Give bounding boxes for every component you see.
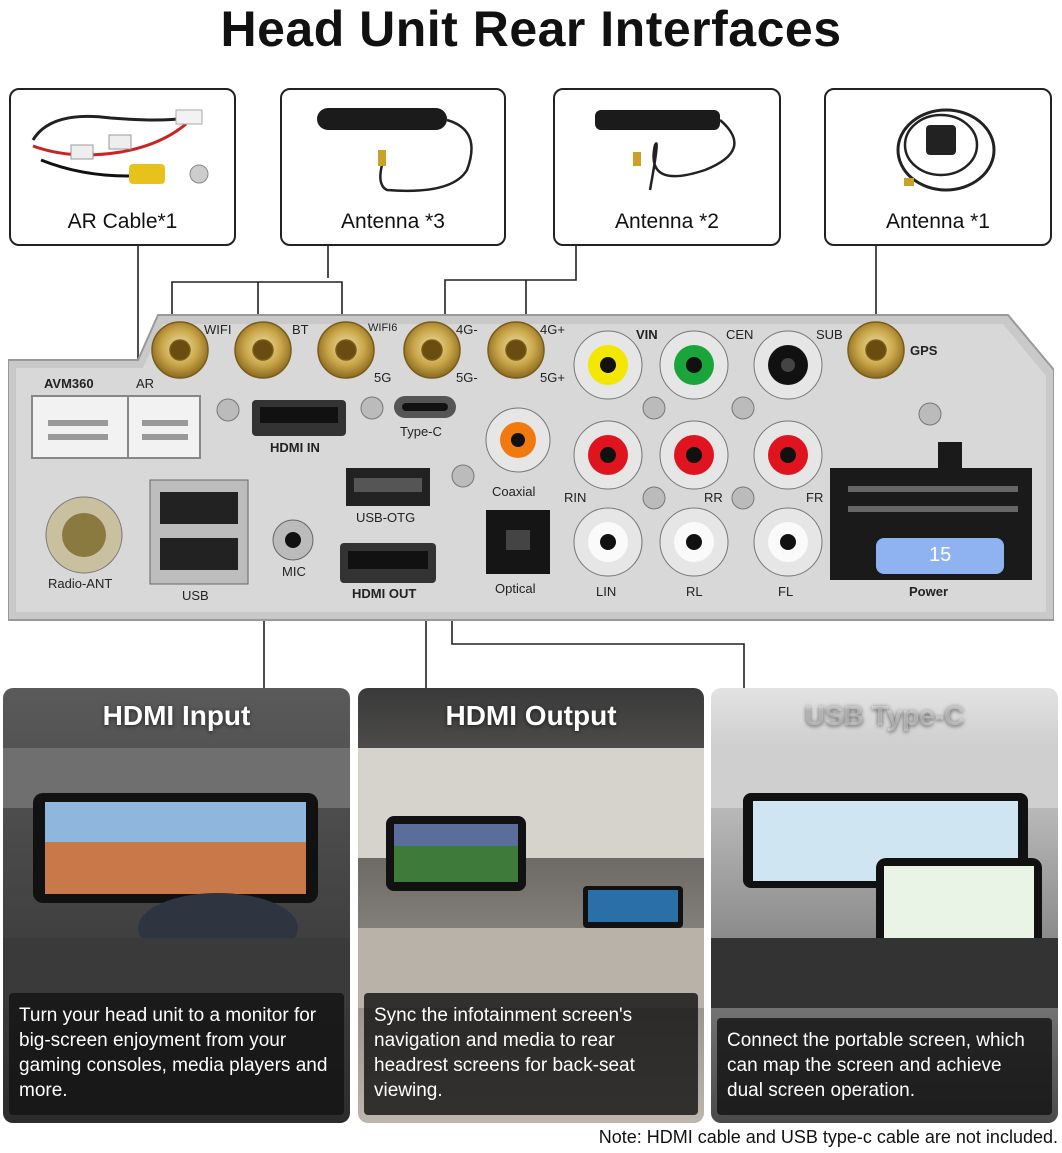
label-sub: SUB [816, 327, 843, 342]
feature-card-hdmi-output: HDMI Output Sync the infotainment screen… [358, 688, 704, 1123]
feature-description: Connect the portable screen, which can m… [717, 1018, 1052, 1115]
feature-card-hdmi-input: HDMI Input Turn your head unit to a moni… [3, 688, 350, 1123]
feature-description: Sync the infotainment screen's navigatio… [364, 993, 698, 1115]
label-vin: VIN [636, 327, 658, 342]
panel-graphic [8, 314, 1054, 621]
label-usb-otg: USB-OTG [356, 510, 416, 525]
footnote: Note: HDMI cable and USB type-c cable ar… [598, 1127, 1058, 1147]
label-5g-minus: 5G- [456, 370, 478, 385]
feature-description: Turn your head unit to a monitor for big… [9, 993, 344, 1115]
label-lin: LIN [596, 584, 617, 599]
accessory-label: Antenna *3 [341, 210, 445, 233]
feature-title: HDMI Input [102, 700, 251, 731]
accessory-antenna-1: Antenna *1 [824, 88, 1052, 246]
label-rr: RR [704, 490, 723, 505]
label-fr: FR [806, 490, 824, 505]
ar-cable-image [31, 109, 209, 184]
antenna-1-image [896, 108, 996, 192]
label-mic: MIC [282, 564, 306, 579]
label-coaxial: Coaxial [492, 484, 536, 499]
label-5g-plus: 5G+ [540, 370, 565, 385]
feature-card-usb-type-c: USB Type-C Connect the portable screen, … [711, 688, 1058, 1123]
label-4g-minus: 4G- [456, 322, 478, 337]
antenna-3-image [317, 108, 473, 193]
accessory-antenna-2: Antenna *2 [553, 88, 781, 246]
label-5g: 5G [374, 370, 392, 385]
label-optical: Optical [495, 581, 536, 596]
label-wifi6: WIFI6 [368, 322, 398, 334]
label-4g-plus: 4G+ [540, 322, 565, 337]
label-hdmi-in: HDMI IN [270, 440, 320, 455]
label-fl: FL [778, 584, 794, 599]
label-rin: RIN [564, 490, 587, 505]
accessory-antenna-3: Antenna *3 [280, 88, 506, 246]
label-usb: USB [182, 588, 209, 603]
label-ar: AR [136, 376, 155, 391]
label-hdmi-out: HDMI OUT [352, 586, 417, 601]
hdmi-output-scene [358, 748, 704, 1008]
page-title: Head Unit Rear Interfaces [220, 1, 842, 57]
antenna-2-image [595, 110, 736, 191]
head-unit-rear-panel: WIFI BT WIFI6 5G 4G- 5G- 4G+ 5G+ VIN CEN… [8, 310, 1054, 625]
usb-type-c-scene [711, 748, 1058, 1008]
label-power: Power [909, 584, 949, 599]
label-cen: CEN [726, 327, 754, 342]
label-wifi: WIFI [204, 322, 232, 337]
label-radio-ant: Radio-ANT [48, 576, 113, 591]
accessory-ar-cable: AR Cable*1 [9, 88, 236, 246]
feature-title: USB Type-C [804, 700, 965, 731]
accessory-label: Antenna *2 [615, 210, 719, 233]
accessory-label: Antenna *1 [886, 210, 990, 233]
label-type-c: Type-C [400, 424, 442, 439]
label-bt: BT [292, 322, 309, 337]
label-gps: GPS [910, 343, 938, 358]
label-rl: RL [686, 584, 703, 599]
feature-title: HDMI Output [445, 700, 617, 731]
fuse-value: 15 [929, 544, 952, 566]
label-avm360: AVM360 [44, 376, 94, 391]
accessory-label: AR Cable*1 [67, 210, 178, 233]
